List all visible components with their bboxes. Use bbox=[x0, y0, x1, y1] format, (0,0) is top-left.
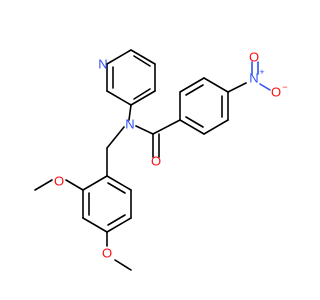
molecule-structure-diagram: N N O N + O O − O O bbox=[34, 49, 288, 271]
bond bbox=[106, 90, 132, 106]
double-bond-inner bbox=[185, 84, 204, 96]
atom-o-methoxy-left: O bbox=[54, 174, 64, 189]
nitrophenyl-ring bbox=[179, 77, 229, 135]
methoxy-group-bottom bbox=[106, 231, 132, 271]
amide-group bbox=[135, 119, 181, 158]
bond bbox=[130, 90, 156, 106]
bond-ring-nitro-n bbox=[227, 82, 247, 93]
bond bbox=[34, 179, 53, 191]
bond bbox=[114, 259, 132, 271]
double-bond-inner bbox=[133, 55, 151, 67]
atom-n-amide: N bbox=[125, 117, 134, 132]
methoxy-group-left bbox=[34, 179, 84, 191]
bond bbox=[179, 119, 205, 135]
charge-minus: − bbox=[282, 82, 287, 92]
double-bond-inner bbox=[107, 182, 126, 194]
atom-n-nitro: N bbox=[249, 71, 258, 86]
bond bbox=[82, 217, 108, 233]
bond-amide-n-ch2 bbox=[106, 126, 125, 149]
nitro-group bbox=[227, 61, 271, 93]
atom-o-nitro-top: O bbox=[249, 50, 259, 65]
double-bond-inner bbox=[133, 88, 151, 100]
double-bond-inner bbox=[107, 214, 126, 226]
bond bbox=[130, 49, 156, 65]
pyridine-ring bbox=[106, 49, 156, 106]
bond bbox=[106, 217, 132, 233]
atom-labels: N N O N + O O − O O bbox=[54, 50, 288, 261]
atom-o-methoxy-bottom: O bbox=[102, 246, 112, 261]
bond bbox=[152, 119, 181, 135]
bond bbox=[65, 179, 84, 191]
atom-n-pyridine: N bbox=[98, 57, 107, 72]
bond-pyridine-amide-n bbox=[128, 104, 132, 121]
bond-nitro-n-o-right bbox=[259, 83, 271, 91]
bond bbox=[106, 175, 132, 191]
bond bbox=[203, 119, 229, 135]
charge-plus: + bbox=[259, 67, 264, 77]
dimethoxyphenyl-ring bbox=[82, 175, 132, 233]
bond bbox=[82, 175, 108, 191]
atom-o-nitro-right: O bbox=[271, 85, 281, 100]
bond bbox=[135, 125, 154, 135]
bond bbox=[106, 49, 132, 65]
atom-o-carbonyl: O bbox=[151, 154, 161, 169]
bond bbox=[203, 77, 229, 93]
double-bond-inner bbox=[185, 116, 204, 128]
bond bbox=[179, 77, 205, 93]
